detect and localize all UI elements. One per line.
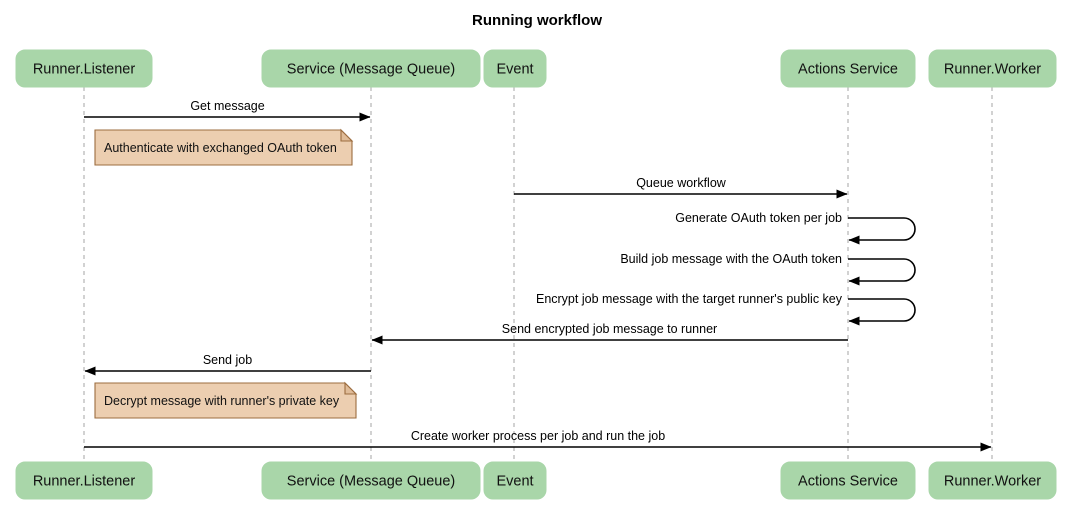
participant-label-event: Event bbox=[496, 61, 533, 77]
participant-service-queue-top[interactable]: Service (Message Queue) bbox=[261, 49, 481, 88]
participant-box-runner-worker bbox=[928, 461, 1057, 500]
message-self-loop-encrypt-job-message bbox=[848, 298, 916, 326]
note-label-note-authenticate: Authenticate with exchanged OAuth token bbox=[104, 141, 337, 155]
message-label-send-encrypted-job-message: Send encrypted job message to runner bbox=[502, 322, 717, 336]
message-encrypt-job-message[interactable]: Encrypt job message with the target runn… bbox=[536, 292, 916, 326]
page-title: Running workflow bbox=[472, 12, 602, 29]
participant-box-event bbox=[483, 49, 547, 88]
message-label-generate-oauth-token: Generate OAuth token per job bbox=[675, 211, 842, 225]
message-queue-workflow[interactable]: Queue workflow bbox=[514, 176, 848, 199]
note-fold-corner-note-decrypt bbox=[344, 381, 358, 395]
message-get-message[interactable]: Get message bbox=[84, 99, 371, 122]
participant-label-runner-listener: Runner.Listener bbox=[33, 473, 136, 489]
participant-service-queue-bottom[interactable]: Service (Message Queue) bbox=[261, 461, 481, 500]
message-label-queue-workflow: Queue workflow bbox=[636, 176, 727, 190]
message-send-job[interactable]: Send job bbox=[84, 353, 371, 376]
note-label-note-decrypt: Decrypt message with runner's private ke… bbox=[104, 394, 340, 408]
note-fold-corner-note-authenticate bbox=[340, 128, 354, 142]
participants-top-group: Runner.Listener Service (Message Queue) Ev… bbox=[15, 49, 1057, 88]
participant-label-event: Event bbox=[496, 473, 533, 489]
message-self-loop-build-job-message bbox=[848, 258, 916, 286]
participant-runner-worker-top[interactable]: Runner.Worker bbox=[928, 49, 1057, 88]
message-label-build-job-message: Build job message with the OAuth token bbox=[620, 252, 842, 266]
message-label-send-job: Send job bbox=[203, 353, 252, 367]
note-note-decrypt[interactable]: Decrypt message with runner's private ke… bbox=[94, 381, 358, 419]
participant-label-runner-worker: Runner.Worker bbox=[944, 61, 1041, 77]
message-build-job-message[interactable]: Build job message with the OAuth token bbox=[620, 252, 916, 286]
message-label-get-message: Get message bbox=[190, 99, 264, 113]
participant-label-service-queue: Service (Message Queue) bbox=[287, 473, 455, 489]
note-body-note-decrypt bbox=[94, 382, 357, 419]
message-generate-oauth-token[interactable]: Generate OAuth token per job bbox=[675, 211, 916, 245]
participant-runner-listener-bottom[interactable]: Runner.Listener bbox=[15, 461, 153, 500]
notes-group: Authenticate with exchanged OAuth tokenD… bbox=[94, 128, 358, 419]
participant-box-runner-listener bbox=[15, 461, 153, 500]
note-note-authenticate[interactable]: Authenticate with exchanged OAuth token bbox=[94, 128, 354, 166]
participant-actions-service-top[interactable]: Actions Service bbox=[780, 49, 916, 88]
participant-label-runner-worker: Runner.Worker bbox=[944, 473, 1041, 489]
participant-box-service-queue bbox=[261, 49, 481, 88]
participant-box-runner-listener bbox=[15, 49, 153, 88]
participant-box-actions-service bbox=[780, 461, 916, 500]
participant-event-bottom[interactable]: Event bbox=[483, 461, 547, 500]
participant-runner-listener-top[interactable]: Runner.Listener bbox=[15, 49, 153, 88]
participant-box-runner-worker bbox=[928, 49, 1057, 88]
message-self-loop-generate-oauth-token bbox=[848, 217, 916, 245]
participant-label-actions-service: Actions Service bbox=[798, 61, 898, 77]
message-label-encrypt-job-message: Encrypt job message with the target runn… bbox=[536, 292, 843, 306]
participant-event-top[interactable]: Event bbox=[483, 49, 547, 88]
participant-label-service-queue: Service (Message Queue) bbox=[287, 61, 455, 77]
participant-box-service-queue bbox=[261, 461, 481, 500]
participant-label-actions-service: Actions Service bbox=[798, 473, 898, 489]
message-label-create-worker-process: Create worker process per job and run th… bbox=[411, 429, 665, 443]
diagram-title-group: Running workflow bbox=[472, 12, 602, 29]
participants-bottom-group: Runner.Listener Service (Message Queue) Ev… bbox=[15, 461, 1057, 500]
message-create-worker-process[interactable]: Create worker process per job and run th… bbox=[84, 429, 992, 452]
participant-label-runner-listener: Runner.Listener bbox=[33, 61, 136, 77]
message-send-encrypted-job-message[interactable]: Send encrypted job message to runner bbox=[371, 322, 848, 345]
participant-actions-service-bottom[interactable]: Actions Service bbox=[780, 461, 916, 500]
participant-box-actions-service bbox=[780, 49, 916, 88]
participant-runner-worker-bottom[interactable]: Runner.Worker bbox=[928, 461, 1057, 500]
participant-box-event bbox=[483, 461, 547, 500]
note-body-note-authenticate bbox=[94, 129, 353, 166]
lifelines-group bbox=[83, 87, 993, 462]
